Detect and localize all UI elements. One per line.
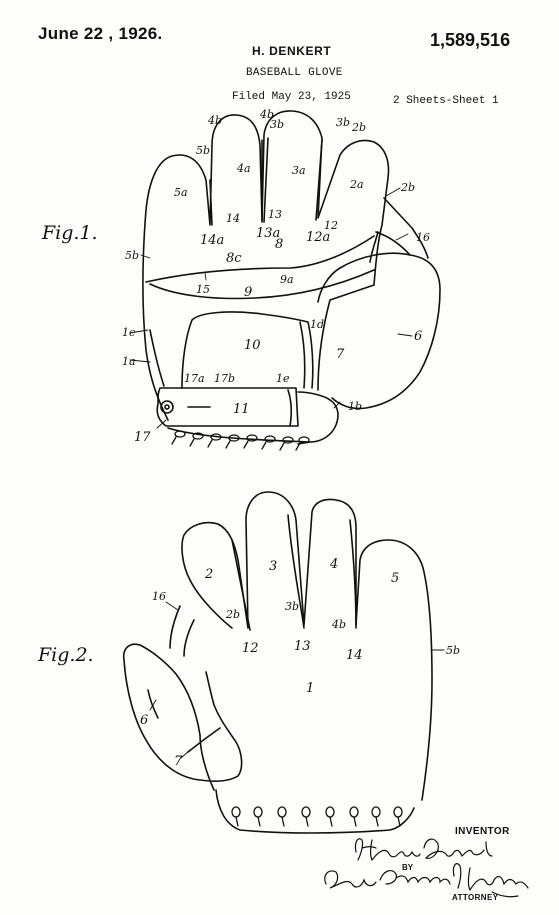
figure-1-label: Fig.1. (42, 222, 98, 244)
ref2-1: 1 (306, 681, 314, 696)
ref-8c: 8c (226, 251, 242, 266)
ref2-5b: 5b (446, 644, 460, 657)
ref2-12: 12 (242, 641, 259, 656)
fig1-strap (369, 197, 429, 263)
ref-2a: 2a (349, 178, 364, 191)
fig1-lacing (167, 427, 311, 443)
fig1-heel (297, 391, 339, 445)
ref2-16: 16 (152, 590, 166, 603)
ref-16: 16 (416, 231, 430, 244)
figure-2-drawing (122, 491, 445, 834)
ref-1a: 1a (122, 355, 136, 368)
by-label: BY (402, 863, 414, 872)
fig1-wrist-strap (156, 387, 299, 427)
patent-date: June 22 , 1926. (38, 24, 163, 43)
inventor-label: INVENTOR (455, 826, 510, 837)
filed-date: Filed May 23, 1925 (232, 91, 351, 103)
inventor-name: H. DENKERT (252, 44, 332, 58)
figure-2-label: Fig.2. (38, 644, 94, 666)
ref-4a: 4a (236, 162, 251, 175)
ref2-5: 5 (391, 571, 399, 586)
fig2-thumb (122, 643, 243, 782)
fig1-front-flap (181, 311, 314, 389)
ref-5b-side: 5b (125, 249, 139, 262)
ref-15: 15 (196, 283, 210, 296)
ref2-4: 4 (329, 557, 338, 572)
sheet-count: 2 Sheets-Sheet 1 (393, 95, 499, 107)
attorney-signature (324, 863, 529, 898)
ref2-4b: 4b (331, 618, 346, 631)
ref2-6: 6 (140, 713, 148, 728)
ref-12: 12 (324, 219, 338, 232)
ref-17b: 17b (214, 372, 235, 385)
ref-1e: 1e (276, 372, 290, 385)
ref-4b-b: 4b (259, 108, 274, 121)
inventor-signature (354, 838, 493, 862)
ref-13: 13 (268, 208, 282, 221)
fig1-glove-outline (142, 110, 390, 421)
ref-3a: 3a (292, 164, 306, 177)
ref-1b: 1b (348, 400, 362, 413)
ref-9a: 9a (280, 273, 294, 286)
fig2-strap (169, 605, 195, 657)
ref-14a: 14a (200, 233, 224, 248)
ref2-7: 7 (174, 754, 183, 769)
fig1-binding (149, 329, 165, 387)
ref2-3b: 3b (285, 600, 299, 613)
fig1-front-inner (299, 321, 306, 389)
ref-10: 10 (244, 338, 261, 353)
attorney-label: ATTORNEY (452, 893, 499, 902)
ref-2b-top: 2b (351, 121, 366, 134)
ref2-3: 3 (269, 559, 277, 574)
figure-1-references: 4b 4b 3b 3b 2b 5b 4a 3a 2a 2b 5a 14 13 1… (122, 108, 430, 445)
ref-12a: 12a (306, 230, 330, 245)
ref-3b-b: 3b (336, 116, 350, 129)
ref-8: 8 (275, 237, 283, 252)
ref2-2b: 2b (225, 608, 240, 621)
ref-17a: 17a (184, 372, 205, 385)
ref2-13: 13 (294, 639, 311, 654)
ref-13a: 13a (256, 226, 280, 241)
ref-5b: 5b (196, 144, 210, 157)
fig2-heel (215, 789, 415, 834)
patent-title: BASEBALL GLOVE (246, 67, 343, 79)
fig1-thumb (317, 252, 441, 410)
patent-number: 1,589,516 (430, 30, 511, 50)
fig1-band-lower (149, 269, 375, 300)
ref-4b-a: 4b (207, 114, 222, 127)
ref-14: 14 (226, 212, 240, 225)
ref2-14: 14 (346, 648, 363, 663)
ref-3b-a: 3b (270, 118, 284, 131)
ref-7: 7 (336, 347, 345, 362)
fig2-glove-outline (181, 491, 433, 801)
ref-6: 6 (414, 329, 422, 344)
figure-2-references: 2 3 4 5 16 2b 3b 4b 12 13 14 5b 1 6 7 (140, 557, 460, 769)
ref-5a: 5a (174, 186, 188, 199)
ref-9: 9 (244, 285, 252, 300)
fig1-band-upper (145, 235, 375, 283)
ref2-2: 2 (204, 567, 213, 582)
ref-2b-side: 2b (400, 181, 415, 194)
fig1-button (160, 400, 174, 414)
ref-11: 11 (233, 402, 250, 417)
figure-1-drawing (129, 110, 441, 451)
ref-17: 17 (134, 430, 151, 445)
ref-1c: 1c (122, 326, 135, 339)
ref-1d: 1d (310, 318, 324, 331)
